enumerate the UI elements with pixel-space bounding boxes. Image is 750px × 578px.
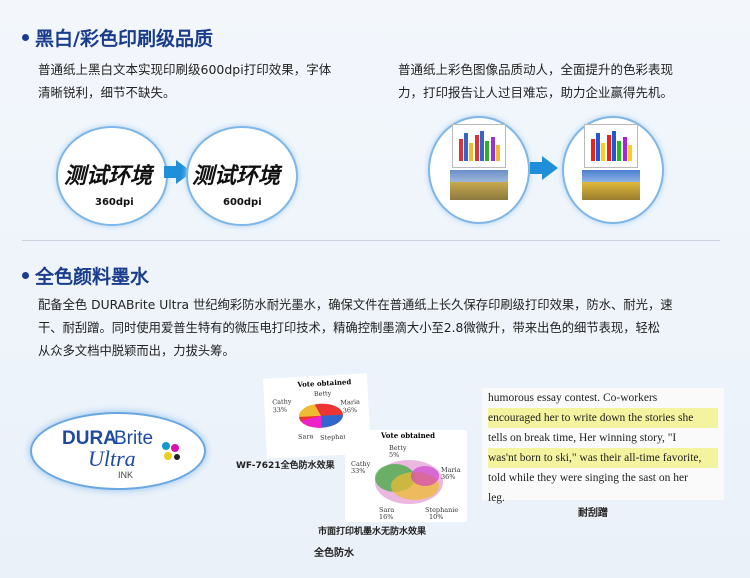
label-waterproof: 全色防水 — [314, 548, 354, 559]
sample-text-high: 测试环境 — [192, 163, 281, 189]
caption-scratch-resistant: 耐刮蹭 — [578, 508, 608, 519]
svg-text:Sara: Sara — [379, 506, 394, 514]
photo-sky-right — [582, 170, 640, 182]
svg-text:Cathy: Cathy — [272, 397, 292, 406]
text-line: 干、耐刮蹭。同时使用爱普生特有的微压电打印技术，精确控制墨滴大小至2.8微微升，… — [38, 321, 661, 335]
water-sample-paper-bottom: Vote obtained Betty 5% Cathy 33% Maria 3… — [345, 430, 467, 522]
bullet-icon — [22, 34, 29, 41]
svg-text:36%: 36% — [343, 406, 358, 415]
bar-chart-image — [591, 131, 632, 161]
svg-text:Stephanie: Stephanie — [320, 432, 354, 442]
section1-title: 黑白/彩色印刷级品质 — [35, 28, 213, 50]
svg-text:Betty: Betty — [389, 444, 407, 452]
arrow-right-icon — [530, 156, 558, 180]
svg-text:Betty: Betty — [314, 389, 332, 398]
essay-line: tells on break time, Her winning story, … — [488, 432, 677, 444]
logo-ultra-text: Ultra — [88, 446, 136, 471]
caption-no-waterproof: 市面打印机墨水无防水效果 — [318, 527, 427, 537]
scratch-resistance-sample: humorous essay contest. Co-workers encou… — [482, 388, 724, 504]
svg-text:33%: 33% — [351, 467, 365, 475]
section-title-pigment-ink: 全色颜料墨水 — [22, 262, 149, 289]
logo-brite-text: Brite — [114, 428, 154, 449]
pie-chart-image: Vote obtained Cathy 33% Betty Maria 36% … — [272, 377, 360, 442]
sample-circle-360dpi — [56, 126, 168, 226]
section-title-print-quality: 黑白/彩色印刷级品质 — [22, 24, 213, 51]
section1-left-text: 普通纸上黑白文本实现印刷级600dpi打印效果，字体 清晰锐利，细节不缺失。 — [38, 58, 378, 104]
text-line: 普通纸上黑白文本实现印刷级600dpi打印效果，字体 — [38, 62, 332, 77]
section1-right-text: 普通纸上彩色图像品质动人，全面提升的色彩表现 力，打印报告让人过目难忘，助力企业… — [398, 58, 728, 104]
photo-building-right — [582, 182, 640, 200]
photo-building-left — [450, 182, 508, 200]
water-sample-paper-top: Vote obtained Cathy 33% Betty Maria 36% … — [262, 373, 372, 459]
logo-dura-text: DURA — [62, 428, 117, 449]
essay-line: leg. — [488, 492, 505, 504]
sample-text-low: 测试环境 — [64, 163, 153, 189]
pie-title: Vote obtained — [296, 377, 352, 389]
essay-line-highlighted: encouraged her to write down the stories… — [488, 408, 718, 428]
svg-text:10%: 10% — [429, 513, 443, 521]
caption-waterproof: WF-7621全色防水效果 — [236, 461, 335, 471]
svg-text:36%: 36% — [441, 473, 455, 481]
text-line: 从众多文档中脱颖而出，力拔头筹。 — [38, 344, 235, 358]
sample-circle-600dpi — [186, 126, 298, 226]
essay-line: told while they were singing the sast on… — [488, 472, 688, 484]
pie-chart-image: Vote obtained Betty 5% Cathy 33% Maria 3… — [351, 431, 461, 521]
ink-drops-icon — [162, 442, 180, 460]
svg-text:Maria: Maria — [441, 466, 461, 474]
photo-sky-left — [450, 170, 508, 182]
svg-text:33%: 33% — [272, 406, 287, 415]
dpi-label-low: 360dpi — [95, 197, 134, 208]
chart-photo-right — [584, 124, 638, 168]
divider — [22, 240, 720, 241]
text-line: 普通纸上彩色图像品质动人，全面提升的色彩表现 — [398, 62, 674, 77]
essay-line: humorous essay contest. Co-workers — [488, 392, 658, 404]
svg-text:16%: 16% — [379, 513, 393, 521]
text-line: 清晰锐利，细节不缺失。 — [38, 85, 176, 100]
dpi-label-high: 600dpi — [223, 197, 262, 208]
essay-line-highlighted: was'nt born to ski," was their all-time … — [488, 448, 718, 468]
bar-chart-image — [459, 131, 500, 161]
text-line: 配备全色 DURABrite Ultra 世纪绚彩防水耐光墨水，确保文件在普通纸… — [38, 298, 673, 312]
svg-text:Stephanie: Stephanie — [425, 506, 458, 514]
text-line: 力，打印报告让人过目难忘，助力企业赢得先机。 — [398, 85, 674, 100]
logo-ink-text: INK — [118, 470, 134, 480]
section2-text: 配备全色 DURABrite Ultra 世纪绚彩防水耐光墨水，确保文件在普通纸… — [38, 294, 728, 363]
svg-text:5%: 5% — [389, 451, 399, 459]
svg-text:Sara: Sara — [298, 432, 314, 441]
bullet-icon — [22, 272, 29, 279]
svg-text:Cathy: Cathy — [351, 460, 371, 468]
section2-title: 全色颜料墨水 — [35, 266, 150, 288]
pie-title: Vote obtained — [380, 431, 435, 440]
chart-photo-left — [452, 124, 506, 168]
svg-text:Maria: Maria — [340, 398, 360, 407]
